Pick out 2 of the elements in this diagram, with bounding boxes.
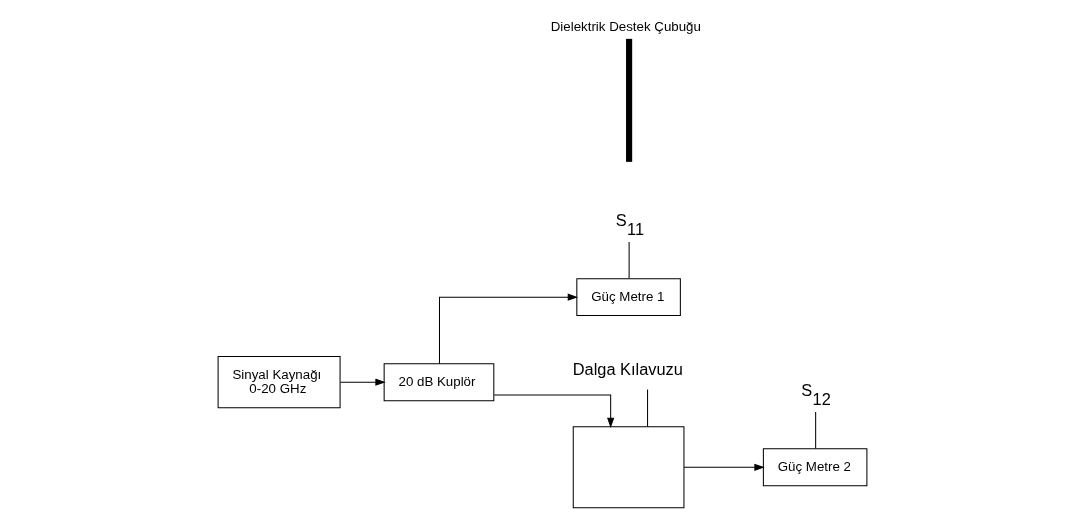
node-label: Dielektrik Destek Çubuğu bbox=[550, 19, 701, 35]
node-text: Dalga Kılavuzu bbox=[572, 359, 683, 378]
